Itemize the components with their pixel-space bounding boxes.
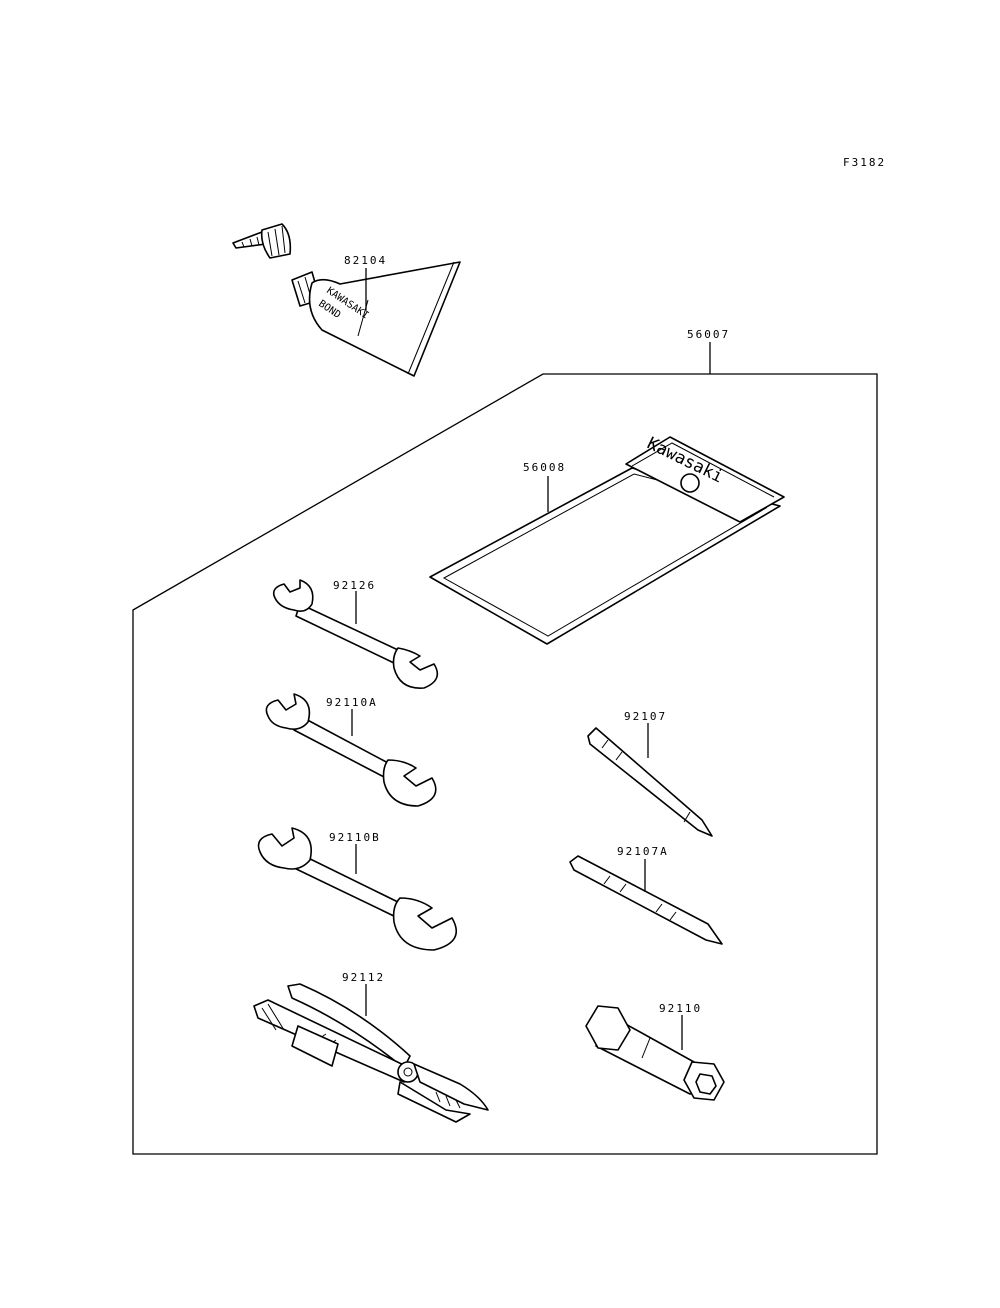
pliers-icon — [253, 983, 489, 1123]
part-number-92110A: 92110A — [326, 696, 378, 709]
bond-tube-icon: KAWASAKI BOND — [232, 223, 461, 377]
part-number-92107A: 92107A — [617, 845, 669, 858]
wrench-icon — [257, 827, 457, 951]
part-number-92112: 92112 — [342, 971, 385, 984]
wrench-icon — [265, 693, 437, 807]
part-number-92126: 92126 — [333, 579, 376, 592]
tool-bag-icon: Kawasaki — [429, 434, 785, 645]
part-number-92107: 92107 — [624, 710, 667, 723]
screwdriver-bit-icon — [569, 855, 723, 945]
screwdriver-grip-icon — [587, 727, 713, 837]
wrench-icon — [272, 579, 439, 689]
figure-code: F3182 — [843, 156, 886, 169]
part-number-82104: 82104 — [344, 254, 387, 267]
part-number-56008: 56008 — [523, 461, 566, 474]
box-wrench-icon — [585, 1005, 725, 1101]
kit-outline — [132, 342, 878, 1155]
part-number-92110B: 92110B — [329, 831, 381, 844]
kit-part-number: 56007 — [687, 328, 730, 341]
part-number-92110: 92110 — [659, 1002, 702, 1015]
